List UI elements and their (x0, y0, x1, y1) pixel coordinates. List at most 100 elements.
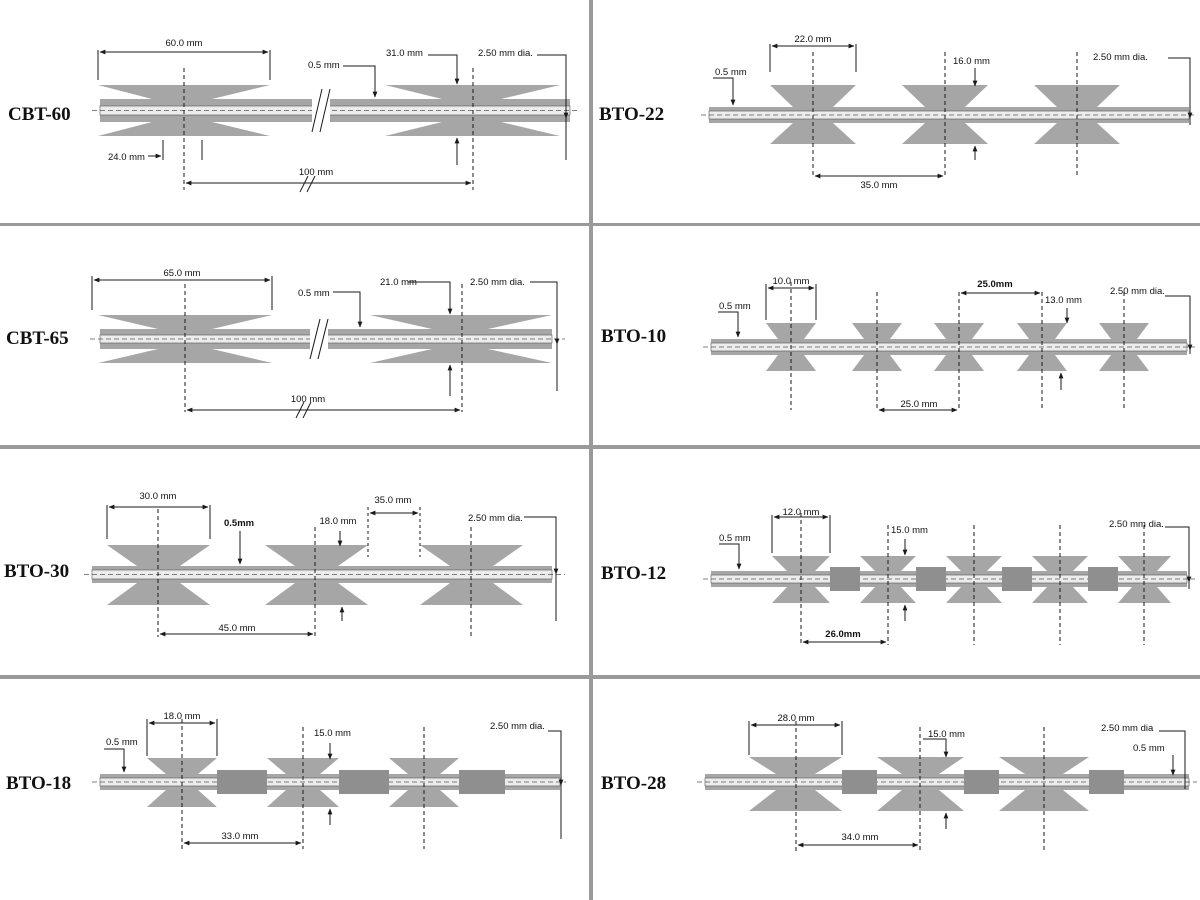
tape-clip (842, 770, 877, 794)
panel-cbt-60: CBT-60 60.0 mm 0.5 mm 31.0 mm 2.50 mm di… (0, 0, 590, 223)
break-mark (319, 88, 331, 133)
dim-barb-width: 18.0 mm (320, 516, 357, 527)
vertical-divider (589, 0, 593, 900)
dim-thickness: 0.5mm (224, 518, 254, 529)
dim-thickness: 0.5 mm (719, 533, 751, 544)
dim-thickness: 0.5 mm (106, 737, 138, 748)
dim-core-wire: 2.50 mm dia. (1110, 286, 1165, 297)
break-gap (310, 318, 328, 360)
dim-spacing: 35.0 mm (861, 180, 898, 191)
tape-clip (339, 770, 389, 794)
panel-cbt-65: CBT-65 65.0 mm 0.5 mm 21.0 mm 2.50 mm di… (0, 226, 590, 445)
barb-bottom (772, 587, 830, 603)
dim-spacing: 34.0 mm (842, 832, 879, 843)
dim-thickness: 0.5 mm (715, 67, 747, 78)
dim-barb-width: 15.0 mm (928, 729, 965, 740)
tape-clip (459, 770, 505, 794)
dim-barb-length: 30.0 mm (140, 491, 177, 502)
dim-barb-length: 10.0 mm (773, 276, 810, 287)
panel-bto-18: BTO-18 18.0 mm 0.5 mm 15.0 mm 2.50 mm di… (0, 679, 590, 900)
dimension-lines (713, 43, 1193, 179)
barb-strip (697, 757, 1197, 811)
dim-spacing: 100 mm (299, 167, 333, 178)
dim-spacing: 26.0mm (825, 629, 860, 640)
tape-clip (964, 770, 999, 794)
dim-barb-length: 22.0 mm (795, 34, 832, 45)
dim-spacing: 25.0 mm (901, 399, 938, 410)
model-label: BTO-22 (599, 104, 664, 125)
dim-gap: 35.0 mm (375, 495, 412, 506)
dimension-lines (91, 276, 560, 419)
barb-bottom (370, 349, 552, 363)
break-gap (312, 88, 330, 133)
barb-top (147, 758, 217, 774)
dim-thickness: 0.5 mm (308, 60, 340, 71)
dim-barb-width: 16.0 mm (953, 56, 990, 67)
dim-thickness: 0.5 mm (1133, 743, 1165, 754)
dim-barb-length: 12.0 mm (783, 507, 820, 518)
dim-barb-width: 21.0 mm (380, 277, 417, 288)
panel-bto-22: BTO-22 22.0 mm 0.5 mm 16.0 mm 2.50 mm di… (593, 0, 1200, 223)
dim-core-wire: 2.50 mm dia. (1109, 519, 1164, 530)
dim-barb-width: 15.0 mm (891, 525, 928, 536)
model-label: BTO-30 (4, 561, 69, 582)
dim-spacing: 45.0 mm (219, 623, 256, 634)
dimension-lines (748, 721, 1186, 851)
barb-strip (703, 323, 1195, 371)
tape-clip (916, 567, 946, 591)
barb-strip (92, 85, 578, 136)
dimension-lines (97, 49, 569, 193)
break-mark (317, 318, 329, 360)
dim-core-wire: 2.50 mm dia (1101, 723, 1154, 734)
barb-bottom (385, 122, 560, 136)
dim-barb-width: 15.0 mm (314, 728, 351, 739)
horizontal-divider (0, 445, 1200, 449)
horizontal-divider (0, 675, 1200, 679)
barb-bottom (770, 123, 856, 144)
tape-clip (1002, 567, 1032, 591)
model-label: BTO-12 (601, 563, 666, 584)
tape-clip (830, 567, 860, 591)
dim-barb-length: 18.0 mm (164, 711, 201, 722)
barb-bottom (902, 123, 988, 144)
dim-barb-length: 60.0 mm (166, 38, 203, 49)
dim-core-wire: 2.50 mm dia. (490, 721, 545, 732)
panel-bto-30: BTO-30 30.0 mm 0.5mm 18.0 mm 35.0 mm 2.5… (0, 449, 590, 675)
dim-barb-length: 28.0 mm (778, 713, 815, 724)
barb-strip (701, 85, 1197, 144)
dim-spacing-top: 25.0mm (977, 279, 1012, 290)
tape-clip (1088, 567, 1118, 591)
dimension-lines (106, 504, 559, 637)
dim-core-wire: 2.50 mm dia. (470, 277, 525, 288)
dim-barb-width: 31.0 mm (386, 48, 423, 59)
tape-clip (1089, 770, 1124, 794)
model-label: CBT-60 (8, 104, 71, 125)
dim-spacing: 100 mm (291, 394, 325, 405)
model-label: BTO-10 (601, 326, 666, 347)
panel-bto-10: BTO-10 10.0 mm 0.5 mm 25.0mm 13.0 mm 2 (593, 226, 1200, 445)
dim-core-wire: 2.50 mm dia. (1093, 52, 1148, 63)
dimension-lines (104, 719, 564, 849)
barb-top (265, 545, 368, 566)
break-mark (311, 88, 323, 133)
barb-strip (92, 758, 566, 807)
dim-barb-width: 13.0 mm (1045, 295, 1082, 306)
panel-bto-12: BTO-12 12.0 mm 0.5 mm 15.0 (593, 449, 1200, 675)
dim-thickness: 0.5 mm (298, 288, 330, 299)
barb-strip (84, 545, 565, 605)
horizontal-divider (0, 223, 1200, 226)
barb-strip (703, 556, 1195, 603)
model-label: CBT-65 (6, 328, 69, 349)
barb-top (370, 315, 552, 329)
barb-bottom (98, 122, 270, 136)
dim-core-wire: 2.50 mm dia. (468, 513, 523, 524)
dim-barb-length: 65.0 mm (164, 268, 201, 279)
dim-barb-gap: 24.0 mm (108, 152, 145, 163)
dimension-lines (719, 513, 1192, 645)
barb-bottom (1034, 123, 1120, 144)
barb-bottom (265, 583, 368, 605)
model-label: BTO-18 (6, 773, 71, 794)
dimension-lines (718, 282, 1193, 413)
dim-core-wire: 2.50 mm dia. (478, 48, 533, 59)
